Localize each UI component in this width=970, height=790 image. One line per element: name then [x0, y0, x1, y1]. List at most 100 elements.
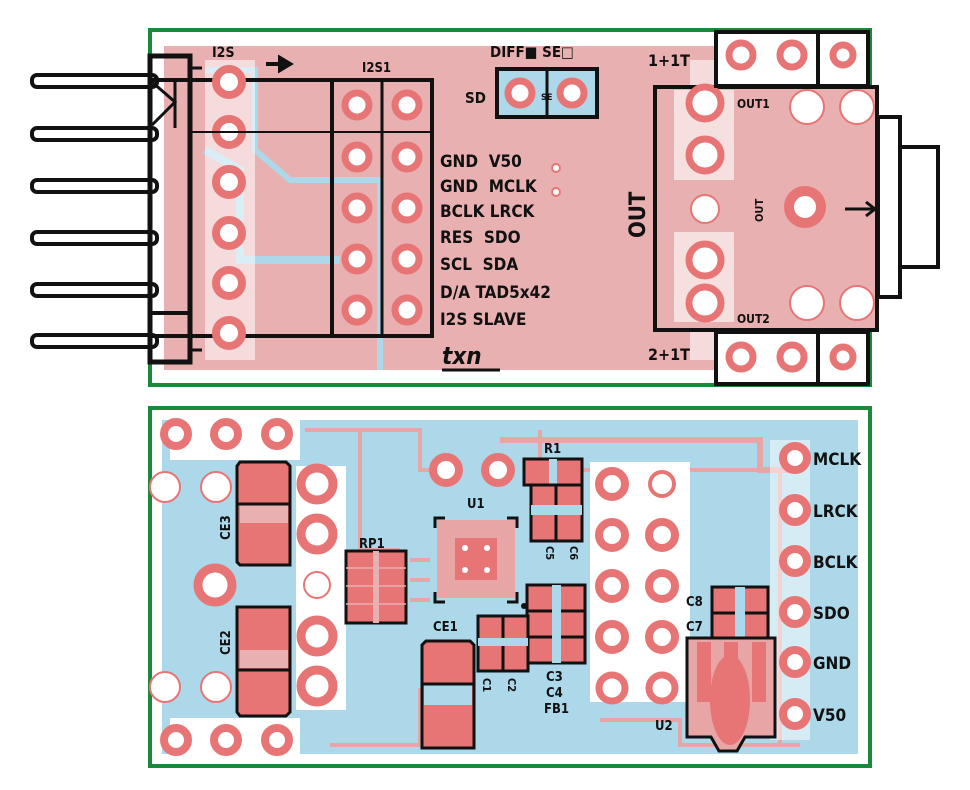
u1-label: U1 — [467, 497, 485, 512]
pin-map-line: BCLK LRCK — [440, 202, 536, 222]
pad — [391, 89, 423, 121]
pin1-dot — [521, 603, 527, 609]
jack-center-pad — [784, 186, 826, 228]
header-pin — [30, 126, 159, 142]
pin-label-sdo: SDO — [813, 604, 850, 624]
pad — [200, 471, 232, 503]
i2s1-label: I2S1 — [362, 61, 391, 76]
jack-plug — [876, 115, 902, 299]
jack-plug-tip — [898, 145, 940, 269]
pad — [212, 65, 246, 99]
pad — [261, 724, 293, 756]
pad — [595, 467, 629, 501]
pad — [210, 724, 242, 756]
pin-map-line: GND V50 — [440, 152, 522, 172]
jack-out-label: OUT — [753, 199, 766, 222]
pad — [296, 463, 338, 505]
pad — [193, 563, 237, 607]
pad — [779, 494, 811, 526]
r1-gap — [549, 459, 557, 485]
pad — [779, 596, 811, 628]
pad — [779, 698, 811, 730]
fb1-label: FB1 — [544, 702, 569, 717]
pad — [296, 615, 338, 657]
pin-map-line: SCL SDA — [440, 255, 518, 275]
pad — [210, 418, 242, 450]
pad — [595, 518, 629, 552]
pad — [149, 471, 181, 503]
tl2-label: 2+1T — [648, 345, 690, 364]
pad — [160, 418, 192, 450]
c6-label: C6 — [567, 546, 580, 560]
c7-label: C7 — [686, 620, 703, 635]
u2-regulator — [685, 636, 777, 753]
keepout — [770, 440, 810, 740]
pad — [685, 135, 725, 175]
pad — [391, 243, 423, 275]
pad — [725, 39, 757, 71]
pad — [690, 194, 720, 224]
pin-map-line: RES SDO — [440, 228, 521, 248]
pad — [261, 418, 293, 450]
pin-map-line: GND MCLK — [440, 177, 538, 197]
pad — [160, 724, 192, 756]
pin-label-bclk: BCLK — [813, 553, 859, 573]
out2-label: OUT2 — [737, 312, 770, 326]
arrow-right-icon — [845, 200, 878, 218]
pad — [391, 141, 423, 173]
ce2-capacitor — [235, 605, 292, 718]
pad — [789, 89, 825, 125]
u2-label: U2 — [655, 719, 673, 734]
pad — [776, 39, 808, 71]
gap — [552, 585, 561, 663]
pad — [829, 343, 857, 371]
ce1-capacitor — [420, 639, 476, 750]
c2-label: C2 — [505, 678, 518, 692]
pad — [829, 41, 857, 69]
i2s-label: I2S — [212, 45, 235, 61]
jumper-sd-label: SD — [465, 89, 486, 107]
r1-label: R1 — [544, 442, 561, 457]
pin-label-mclk: MCLK — [813, 450, 862, 470]
bottom-left-pads — [149, 418, 338, 756]
pin-map-line: D/A TAD5x42 — [440, 283, 551, 303]
pad — [212, 266, 246, 300]
pad — [725, 341, 757, 373]
gap — [531, 505, 582, 515]
tl1-label: 1+1T — [648, 51, 690, 70]
pad — [341, 141, 373, 173]
pad — [595, 569, 629, 603]
pad — [481, 453, 515, 487]
ce3-label: CE3 — [219, 515, 234, 540]
pad — [341, 243, 373, 275]
pad — [595, 620, 629, 654]
jumper-se-label: SE — [541, 93, 552, 103]
pad — [341, 294, 373, 326]
out-label: OUT — [626, 191, 651, 238]
pad — [341, 192, 373, 224]
gap — [735, 587, 745, 639]
via — [551, 187, 561, 197]
rp1-label: RP1 — [359, 537, 385, 552]
ce2-label: CE2 — [219, 630, 234, 655]
pad — [391, 192, 423, 224]
jumper-pad[interactable] — [556, 77, 588, 109]
header-pin — [30, 73, 159, 89]
pad — [149, 671, 181, 703]
pad — [645, 671, 679, 705]
pad — [212, 216, 246, 250]
pad — [839, 285, 875, 321]
header-keepout — [205, 60, 255, 360]
pad — [296, 513, 338, 555]
jumper-pad[interactable] — [504, 77, 536, 109]
c3-label: C3 — [546, 670, 563, 685]
header-pin — [30, 333, 159, 349]
pin-header-pins — [30, 73, 159, 349]
pad — [648, 470, 676, 498]
out1-label: OUT1 — [737, 97, 770, 111]
pad — [200, 671, 232, 703]
pin-label-gnd: GND — [813, 654, 851, 674]
pad — [212, 316, 246, 350]
pad — [839, 89, 875, 125]
pad — [776, 341, 808, 373]
